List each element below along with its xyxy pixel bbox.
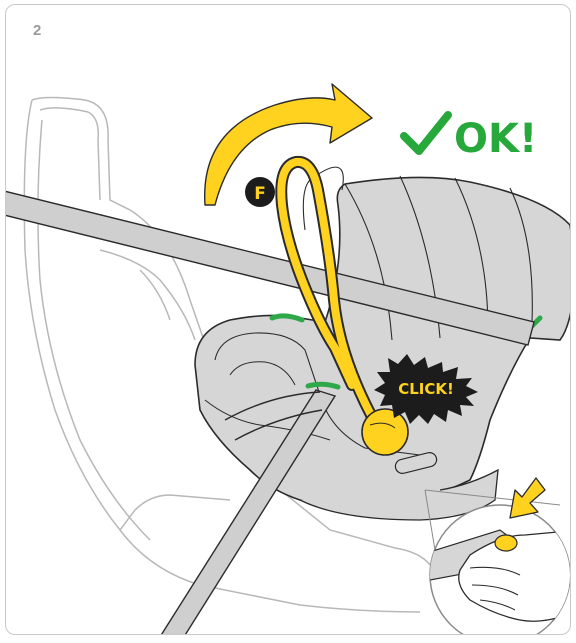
car-seat-shell: [195, 167, 575, 520]
push-arrow-icon: [510, 478, 545, 518]
callout-f: F: [245, 177, 275, 207]
svg-text:CLICK!: CLICK!: [398, 380, 454, 398]
check-icon: [404, 115, 448, 151]
ok-label: OK!: [454, 116, 537, 162]
belt-guide-lower: [308, 384, 338, 387]
svg-text:F: F: [254, 184, 266, 204]
